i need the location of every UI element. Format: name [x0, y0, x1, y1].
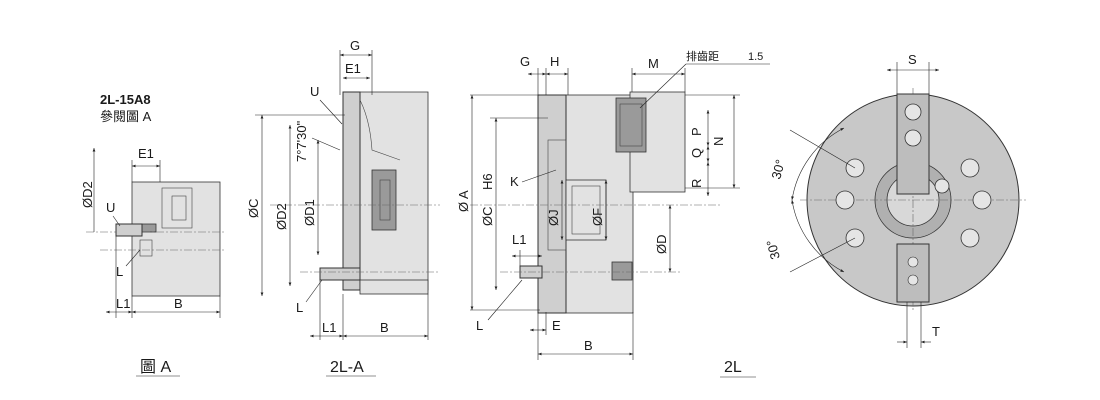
view-2la-g-label: G: [350, 38, 360, 53]
view-2l-pitch-value: 1.5: [748, 51, 763, 63]
view-2l-f-label: ØF: [590, 208, 605, 226]
view-2la-c-label: ØC: [246, 199, 261, 219]
view-2l-c-label: ØC: [480, 207, 495, 227]
front-view-t-label: T: [932, 324, 940, 339]
view-2l-p-label: P: [689, 127, 704, 136]
view-2la-d2-label: ØD2: [274, 203, 289, 230]
figure-a-l-label: L: [116, 264, 123, 279]
view-2l-r-label: R: [689, 179, 704, 188]
figure-a-subtitle: 參閱圖 A: [100, 109, 152, 124]
view-2la-bolt: [319, 267, 361, 281]
view-2l-h6-label: H6: [480, 173, 495, 190]
view-2l-pitch-label: 排齒距: [686, 49, 719, 63]
front-view-bottom-jaw: [896, 243, 930, 303]
figure-a-caption: 圖 A: [140, 359, 171, 376]
view-2l: G H M 排齒距 1.5 N P Q R Ø A ØC H6 K ØJ: [456, 49, 770, 378]
view-2l-n-label: N: [711, 137, 726, 146]
view-2la-angle-label: 7°7'30": [294, 120, 309, 162]
figure-a-b-label: B: [174, 296, 183, 311]
view-2la-l-label: L: [296, 300, 303, 315]
figure-a-d2-label: ØD2: [80, 181, 95, 208]
view-2l-q-label: Q: [689, 148, 704, 158]
figure-a-title: 2L-15A8: [100, 92, 151, 107]
view-2l-h-label: H: [550, 54, 559, 69]
view-2la: G E1 U 7°7'30" ØC ØD2 ØD1 L L1 B 2L-A: [246, 38, 440, 377]
view-2la-d1-label: ØD1: [302, 199, 317, 226]
view-2l-b-label: B: [584, 338, 593, 353]
front-view-s-label: S: [908, 52, 917, 67]
view-2l-m-label: M: [648, 56, 659, 71]
figure-a-detail: 2L-15A8 參閱圖 A E1 ØD2 U L L1 B 圖 A: [80, 92, 225, 377]
view-2l-l1-label: L1: [512, 232, 526, 247]
view-2la-caption: 2L-A: [330, 359, 364, 376]
view-2la-l1-label: L1: [322, 320, 336, 335]
view-2l-l-label: L: [476, 318, 483, 333]
front-view-angle-top: 30°: [768, 158, 788, 181]
view-2l-d-label: ØD: [654, 235, 669, 255]
figure-a-bolt: [115, 223, 143, 237]
view-2l-k-label: K: [510, 174, 519, 189]
figure-a-body: [131, 181, 221, 297]
figure-a-l1-label: L1: [116, 296, 130, 311]
view-2la-jaw: [371, 169, 397, 231]
view-2l-e-label: E: [552, 318, 561, 333]
figure-a-e1-label: E1: [138, 146, 154, 161]
view-2la-b-label: B: [380, 320, 389, 335]
view-2l-j-label: ØJ: [546, 209, 561, 226]
view-2l-a-label: Ø A: [456, 190, 471, 212]
view-2l-g-label: G: [520, 54, 530, 69]
view-2la-u-label: U: [310, 84, 319, 99]
front-view: S T 30° 30°: [763, 52, 1026, 348]
front-view-angle-bottom: 30°: [763, 238, 783, 261]
view-2la-e1-label: E1: [345, 61, 361, 76]
figure-a-u-label: U: [106, 200, 115, 215]
view-2l-caption: 2L: [724, 359, 742, 376]
